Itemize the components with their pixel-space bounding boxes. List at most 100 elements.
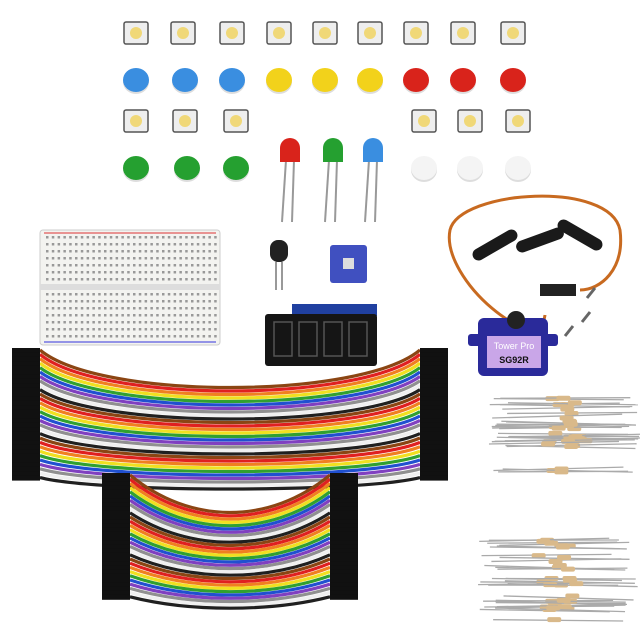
- jumper-header: [420, 445, 448, 450]
- jumper-header: [12, 357, 40, 362]
- jumper-header: [12, 370, 40, 375]
- jumper-header: [102, 595, 130, 600]
- jumper-header: [12, 379, 40, 384]
- jumper-header: [12, 414, 40, 419]
- jumper-header: [420, 432, 448, 437]
- jumper-header: [420, 423, 448, 428]
- resistor: [569, 581, 583, 586]
- jumper-header: [420, 458, 448, 463]
- jumper-header: [420, 374, 448, 379]
- button-cap: [174, 156, 200, 180]
- resistor: [541, 441, 555, 446]
- jumper-header: [420, 401, 448, 406]
- jumper-header: [12, 427, 40, 432]
- button-cap: [219, 68, 245, 92]
- servo-connector: [540, 284, 576, 296]
- jumper-header: [420, 410, 448, 415]
- resistor: [564, 422, 578, 427]
- jumper-header: [12, 361, 40, 366]
- jumper-header: [420, 352, 448, 357]
- resistor: [557, 555, 571, 560]
- jumper-header: [12, 392, 40, 397]
- jumper-header: [420, 476, 448, 481]
- servo-horn: [470, 227, 519, 262]
- jumper-header: [12, 418, 40, 423]
- resistor: [560, 407, 574, 412]
- jumper-header: [420, 379, 448, 384]
- resistor: [555, 467, 569, 472]
- resistor: [557, 598, 571, 603]
- jumper-header: [12, 366, 40, 371]
- jumper-header: [12, 352, 40, 357]
- button-cap: [450, 68, 476, 92]
- jumper-header: [12, 454, 40, 459]
- jumper-header: [420, 361, 448, 366]
- jumper-header: [12, 423, 40, 428]
- button-cap: [312, 68, 338, 92]
- resistor: [546, 605, 560, 610]
- jumper-header: [12, 374, 40, 379]
- jumper-header: [420, 348, 448, 353]
- resistor-lead: [490, 547, 620, 549]
- jumper-header: [420, 440, 448, 445]
- jumper-header: [12, 348, 40, 353]
- resistor: [561, 567, 575, 572]
- jumper-wires: [12, 348, 448, 608]
- resistor: [548, 431, 562, 436]
- micro-servo: Tower Pro SG92R: [468, 311, 558, 376]
- resistors: [478, 396, 640, 622]
- button-cap: [500, 68, 526, 92]
- resistor: [564, 444, 578, 449]
- jumper-header: [12, 383, 40, 388]
- resistor: [556, 544, 570, 549]
- jumper-header: [420, 392, 448, 397]
- jumper-header: [420, 366, 448, 371]
- resistor: [556, 396, 570, 401]
- jumper-header: [420, 396, 448, 401]
- resistor: [552, 426, 566, 431]
- resistor: [536, 539, 550, 544]
- button-cap: [123, 68, 149, 92]
- jumper-header: [12, 449, 40, 454]
- jumper-header: [330, 595, 358, 600]
- sensors-and-display: [265, 196, 621, 366]
- jumper-header: [420, 462, 448, 467]
- jumper-header: [12, 445, 40, 450]
- jumper-header: [12, 436, 40, 441]
- photoresistor: [270, 240, 288, 262]
- jumper-header: [12, 410, 40, 415]
- half-breadboard: [40, 230, 220, 345]
- jumper-header: [420, 449, 448, 454]
- jumper-header: [420, 414, 448, 419]
- jumper-header: [12, 471, 40, 476]
- button-cap: [411, 156, 437, 180]
- jumper-header: [12, 401, 40, 406]
- resistor: [560, 416, 574, 421]
- button-cap: [123, 156, 149, 180]
- jumper-header: [420, 388, 448, 393]
- resistor: [547, 617, 561, 622]
- resistor-lead: [482, 554, 612, 555]
- resistor-lead: [492, 414, 622, 418]
- servo-brand: Tower Pro: [494, 341, 535, 351]
- jumper-header: [420, 454, 448, 459]
- jumper-header: [12, 396, 40, 401]
- button-cap: [223, 156, 249, 180]
- jumper-header: [12, 476, 40, 481]
- servo-horn: [514, 226, 565, 254]
- jumper-header: [12, 405, 40, 410]
- leds: [280, 138, 383, 222]
- jumper-header: [420, 467, 448, 472]
- resistor: [565, 593, 579, 598]
- servo-model: SG92R: [499, 355, 529, 365]
- resistor-lead: [498, 433, 628, 434]
- jumper-header: [420, 383, 448, 388]
- led: [363, 138, 383, 162]
- jumper-header: [420, 471, 448, 476]
- jumper-header: [12, 462, 40, 467]
- button-cap: [403, 68, 429, 92]
- jumper-header: [420, 370, 448, 375]
- button-cap: [357, 68, 383, 92]
